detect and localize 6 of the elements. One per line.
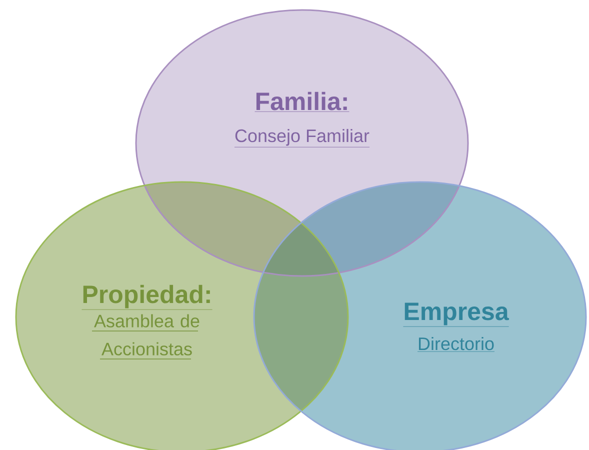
heading: Propiedad: (82, 284, 212, 310)
heading: Empresa (403, 302, 509, 327)
heading: Familia: (254, 92, 350, 112)
subheading: Asamblea de Accionistas (92, 314, 200, 360)
subheading: Directorio (417, 336, 495, 352)
subheading: Consejo Familiar (234, 128, 370, 148)
